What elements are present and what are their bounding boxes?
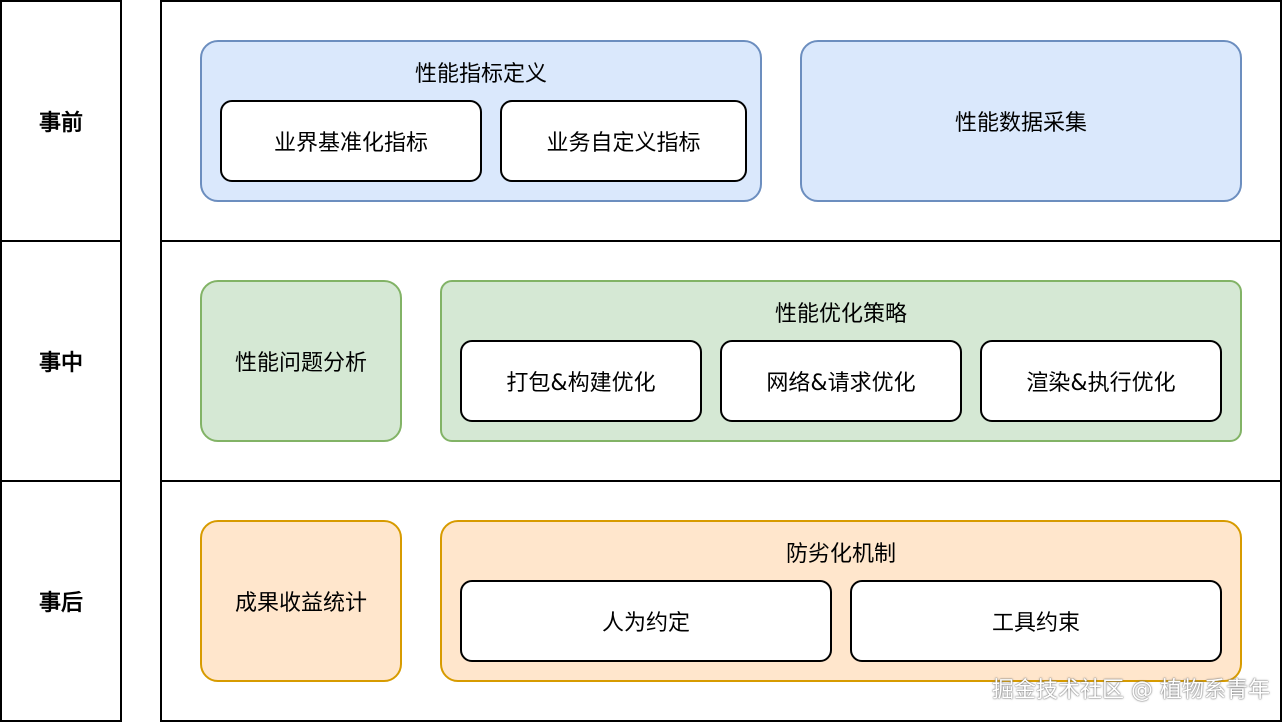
tool-constraint-label: 工具约束 [991,611,1080,636]
render-optimization-label: 渲染&执行优化 [1026,371,1176,396]
phase-during-label: 事中 [38,351,83,376]
optimization-strategy-title: 性能优化策略 [774,302,907,327]
custom-metric-box: 业务自定义指标 [500,100,747,182]
anti-degradation-title: 防劣化机制 [785,542,896,567]
industry-benchmark-box: 业界基准化指标 [220,100,482,182]
manual-convention-label: 人为约定 [601,611,690,636]
tool-constraint-box: 工具约束 [850,580,1222,662]
manual-convention-box: 人为约定 [460,580,832,662]
industry-benchmark-label: 业界基准化指标 [273,131,428,156]
phase-before-label: 事前 [38,111,83,136]
phase-after-cell: 事后 [0,480,122,722]
phase-during-cell: 事中 [0,240,122,482]
phase-before-cell: 事前 [0,0,122,242]
benefit-stats-box: 成果收益统计 [200,520,402,682]
build-optimization-label: 打包&构建优化 [506,371,656,396]
watermark: 掘金技术社区 @ 植物系青年 [992,678,1270,703]
problem-analysis-box: 性能问题分析 [200,280,402,442]
build-optimization-box: 打包&构建优化 [460,340,702,422]
phase-after-label: 事后 [38,591,83,616]
render-optimization-box: 渲染&执行优化 [980,340,1222,422]
data-collection-box: 性能数据采集 [800,40,1242,202]
network-optimization-box: 网络&请求优化 [720,340,962,422]
metric-definition-title: 性能指标定义 [414,62,547,87]
data-collection-label: 性能数据采集 [954,111,1087,136]
network-optimization-label: 网络&请求优化 [766,371,916,396]
benefit-stats-label: 成果收益统计 [234,591,367,616]
custom-metric-label: 业务自定义指标 [546,131,701,156]
problem-analysis-label: 性能问题分析 [234,351,367,376]
